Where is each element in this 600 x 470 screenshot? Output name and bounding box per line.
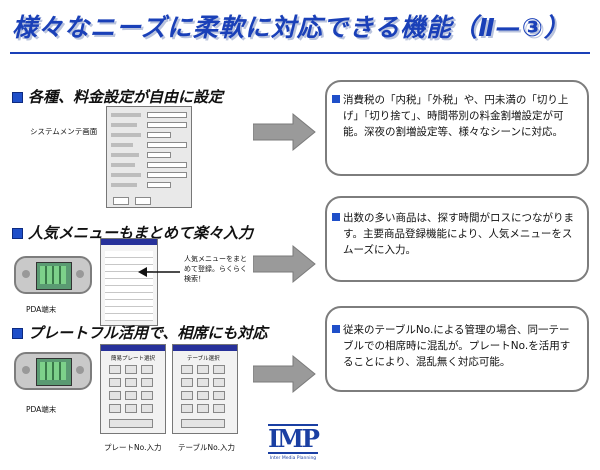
feature-2-description-box: 出数の多い商品は、探す時間がロスにつながります。主要商品登録機能により、人気メニ… [325,196,589,282]
system-maintenance-screenshot [106,106,192,208]
bullet-square-icon [12,228,23,239]
table-screen-title: テーブル選択 [187,356,220,362]
page-title: 様々なニーズに柔軟に対応できる機能（Ⅱ—③） [12,13,570,42]
feature-2-description: 出数の多い商品は、探す時間がロスにつながります。主要商品登録機能により、人気メニ… [327,210,579,258]
arrow-right-icon [253,112,317,152]
bullet-square-icon [332,213,340,221]
popular-menu-annotation: 人気メニューをまとめて登録。らくらく検索！ [184,255,247,283]
arrow-right-icon [253,354,317,394]
plate-screen-title: 簡易プレート選択 [111,356,156,362]
feature-1-heading-text: 各種、料金設定が自由に設定 [28,88,224,106]
title-underline [10,52,590,54]
logo-text: Inter Media Planning [269,456,317,461]
feature-3-heading: プレートフル活用で、相席にも対応 [12,322,267,343]
feature-2-heading: 人気メニューもまとめて楽々入力 [12,222,253,243]
pda-device-label: PDA端末 [26,305,57,314]
arrow-right-icon [253,244,317,284]
pda-device-label: PDA端末 [26,405,57,414]
bullet-square-icon [12,92,23,103]
feature-1-description-box: 消費税の「内税」「外税」や、円未満の「切り上げ」「切り捨て」、時間帯別の料金割増… [325,80,589,176]
plate-number-input-label: プレートNo.入力 [104,443,162,452]
logo-mark: IMP [268,424,320,454]
feature-1-heading: 各種、料金設定が自由に設定 [12,86,223,107]
table-number-input-label: テーブルNo.入力 [178,443,236,452]
plate-number-screenshot: 簡易プレート選択 [100,344,166,434]
pointer-arrow-icon [138,264,182,283]
feature-3-heading-text: プレートフル活用で、相席にも対応 [28,324,268,342]
pda-device-image [14,352,92,390]
bullet-square-icon [332,95,340,103]
system-maintenance-label: システムメンテ画面 [30,127,98,136]
table-number-screenshot: テーブル選択 [172,344,238,434]
feature-3-description: 従来のテーブルNo.による管理の場合、同一テーブルでの相席時に混乱が。プレートN… [327,322,579,370]
popular-menu-screenshot [100,238,158,326]
bullet-square-icon [332,325,340,333]
company-logo: IMP Inter Media Planning [268,424,320,466]
feature-3-description-box: 従来のテーブルNo.による管理の場合、同一テーブルでの相席時に混乱が。プレートN… [325,306,589,392]
pda-device-image [14,256,92,294]
feature-2-heading-text: 人気メニューもまとめて楽々入力 [28,224,254,242]
bullet-square-icon [12,328,23,339]
feature-1-description: 消費税の「内税」「外税」や、円未満の「切り上げ」「切り捨て」、時間帯別の料金割増… [327,92,579,140]
